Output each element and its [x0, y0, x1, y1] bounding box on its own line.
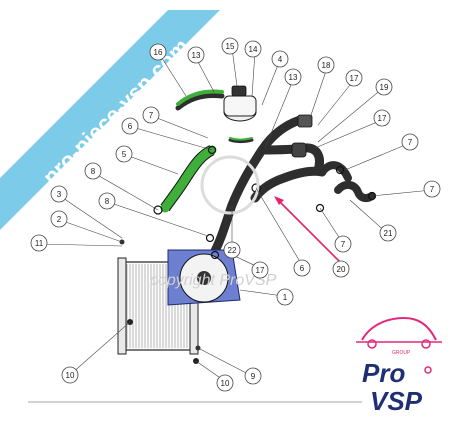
callout-7: 7 — [423, 180, 441, 198]
callout-number: 6 — [300, 264, 305, 273]
callout-7: 7 — [334, 235, 352, 253]
callout-11: 11 — [30, 234, 48, 252]
radiator — [117, 257, 199, 355]
thermostat-housing — [291, 114, 313, 158]
callout-number: 19 — [380, 83, 389, 92]
callout-number: 8 — [91, 167, 96, 176]
callout-number: 7 — [341, 240, 346, 249]
callout-5: 5 — [115, 145, 133, 163]
callout-17: 17 — [345, 69, 363, 87]
callout-10: 10 — [216, 374, 234, 392]
highlight-arrow — [274, 196, 341, 263]
callout-16: 16 — [149, 43, 167, 61]
callout-13: 13 — [284, 68, 302, 86]
callout-7: 7 — [401, 133, 419, 151]
coolant-reservoir — [223, 85, 257, 122]
callout-17: 17 — [251, 261, 269, 279]
callout-number: 5 — [122, 150, 127, 159]
watermark-text: copyright ProVSP — [150, 272, 277, 289]
callout-number: 8 — [105, 197, 110, 206]
callout-number: 11 — [35, 239, 44, 248]
callout-number: 16 — [154, 48, 163, 57]
callout-8: 8 — [98, 192, 116, 210]
callout-8: 8 — [84, 162, 102, 180]
green-intake-hose — [160, 145, 217, 213]
callout-number: 10 — [66, 371, 75, 380]
callout-number: 7 — [430, 185, 435, 194]
callout-number: 14 — [249, 45, 258, 54]
logo-group-label: GROUP — [392, 350, 411, 356]
callout-number: 4 — [278, 55, 283, 64]
callout-6: 6 — [121, 117, 139, 135]
logo-dot-icon — [424, 366, 432, 374]
callout-19: 19 — [375, 78, 393, 96]
callout-17: 17 — [373, 109, 391, 127]
provsp-logo: GROUP Pro VSP — [356, 316, 442, 416]
callout-7: 7 — [142, 106, 160, 124]
callout-22: 22 — [223, 241, 241, 259]
callout-number: 22 — [228, 246, 237, 255]
callout-6: 6 — [293, 259, 311, 277]
callout-number: 1 — [283, 293, 288, 302]
callout-number: 17 — [378, 114, 387, 123]
callout-2: 2 — [50, 210, 68, 228]
callout-number: 2 — [57, 215, 62, 224]
callout-number: 21 — [384, 229, 393, 238]
lower-hose — [250, 161, 352, 203]
callout-number: 20 — [337, 265, 346, 274]
callout-number: 6 — [128, 122, 133, 131]
logo-pro-text: Pro — [362, 358, 405, 388]
callout-9: 9 — [244, 367, 262, 385]
callout-number: 13 — [289, 73, 298, 82]
callout-3: 3 — [50, 185, 68, 203]
radiator-fan — [167, 249, 241, 306]
callout-number: 17 — [256, 266, 265, 275]
callout-number: 18 — [322, 61, 331, 70]
reservoir-hose — [175, 89, 254, 143]
callout-number: 13 — [192, 51, 201, 60]
callout-18: 18 — [317, 56, 335, 74]
callout-number: 17 — [350, 74, 359, 83]
callout-number: 7 — [408, 138, 413, 147]
callout-10: 10 — [61, 366, 79, 384]
callout-4: 4 — [271, 50, 289, 68]
callout-number: 10 — [221, 379, 230, 388]
callout-number: 3 — [57, 190, 62, 199]
callout-1: 1 — [276, 288, 294, 306]
callout-number: 15 — [226, 42, 235, 51]
callout-13: 13 — [187, 46, 205, 64]
small-right-hose — [334, 181, 376, 203]
callout-20: 20 — [332, 260, 350, 278]
logo-vsp-text: VSP — [370, 386, 423, 416]
callout-21: 21 — [379, 224, 397, 242]
banner-text: pro-piece-vsp.com — [38, 34, 194, 190]
callout-number: 7 — [149, 111, 154, 120]
callout-14: 14 — [244, 40, 262, 58]
watermark: copyright ProVSP — [150, 155, 277, 289]
callout-number: 9 — [251, 372, 256, 381]
callout-15: 15 — [221, 37, 239, 55]
